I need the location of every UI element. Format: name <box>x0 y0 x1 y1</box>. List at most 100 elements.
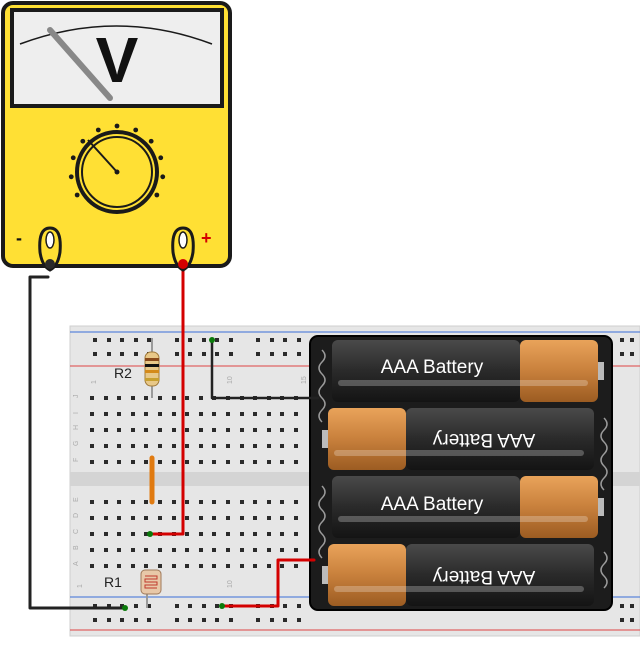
breadboard-hole <box>147 338 151 342</box>
breadboard-hole <box>107 618 111 622</box>
breadboard-hole <box>280 460 284 464</box>
breadboard-hole <box>104 516 108 520</box>
breadboard-hole <box>90 548 94 552</box>
breadboard-hole <box>117 444 121 448</box>
breadboard-hole <box>93 604 97 608</box>
meter-terminal-positive <box>171 226 195 272</box>
breadboard-hole <box>104 564 108 568</box>
breadboard-hole <box>172 500 176 504</box>
breadboard-hole <box>215 618 219 622</box>
breadboard-hole <box>117 460 121 464</box>
wire-black-probe <box>28 275 127 610</box>
breadboard-hole <box>158 500 162 504</box>
wires <box>28 268 320 611</box>
breadboard-hole <box>90 500 94 504</box>
breadboard-hole <box>212 564 216 568</box>
breadboard-hole <box>294 428 298 432</box>
breadboard-hole <box>240 460 244 464</box>
breadboard-hole <box>253 444 257 448</box>
breadboard-hole <box>280 428 284 432</box>
voltmeter: V - + <box>1 1 232 272</box>
breadboard-hole <box>212 428 216 432</box>
breadboard-hole <box>212 460 216 464</box>
breadboard-hole <box>120 604 124 608</box>
breadboard-hole <box>188 352 192 356</box>
breadboard-hole <box>267 428 271 432</box>
photoresistor-r1: R1 <box>104 569 162 608</box>
breadboard-hole <box>185 412 189 416</box>
breadboard-hole <box>144 548 148 552</box>
row-letters: J I H G F E D C B A <box>73 395 80 567</box>
breadboard-hole <box>131 428 135 432</box>
column-numbers: 1 10 15 1 10 <box>77 376 308 588</box>
dial-tick <box>148 138 154 144</box>
breadboard-hole <box>117 396 121 400</box>
breadboard-hole <box>294 412 298 416</box>
breadboard-hole <box>185 444 189 448</box>
breadboard-hole <box>117 500 121 504</box>
breadboard-hole <box>212 412 216 416</box>
wire-red-probe <box>150 268 185 536</box>
breadboard-hole <box>280 532 284 536</box>
breadboard-hole <box>294 460 298 464</box>
breadboard-hole <box>256 338 260 342</box>
meter-dial <box>68 123 166 214</box>
breadboard-hole <box>117 548 121 552</box>
breadboard-hole <box>117 516 121 520</box>
breadboard-hole <box>120 352 124 356</box>
breadboard-hole <box>185 396 189 400</box>
breadboard-hole <box>90 532 94 536</box>
breadboard-hole <box>175 618 179 622</box>
breadboard-hole <box>90 460 94 464</box>
breadboard-hole <box>240 564 244 568</box>
battery-cell-3: AAA Battery <box>332 476 604 538</box>
battery-cell-4: AAA Battery <box>322 544 594 606</box>
resistor-r2: R2 <box>114 338 160 398</box>
breadboard-hole <box>134 618 138 622</box>
breadboard-hole <box>212 516 216 520</box>
breadboard-hole <box>131 500 135 504</box>
breadboard-hole <box>134 604 138 608</box>
breadboard-hole <box>188 338 192 342</box>
breadboard-hole <box>226 428 230 432</box>
row-letter-i: I <box>73 412 80 414</box>
row-letter-c: C <box>73 529 80 534</box>
breadboard-hole <box>134 352 138 356</box>
breadboard-hole <box>172 396 176 400</box>
breadboard-hole <box>117 412 121 416</box>
breadboard-hole <box>199 500 203 504</box>
breadboard-hole <box>144 532 148 536</box>
breadboard-hole <box>283 352 287 356</box>
row-letter-j: J <box>73 395 80 399</box>
breadboard-hole <box>158 444 162 448</box>
breadboard-hole <box>253 460 257 464</box>
breadboard-hole <box>158 412 162 416</box>
breadboard-hole <box>267 548 271 552</box>
breadboard-hole <box>267 564 271 568</box>
breadboard-hole <box>104 500 108 504</box>
breadboard-hole <box>283 618 287 622</box>
breadboard-hole <box>147 604 151 608</box>
breadboard-hole <box>283 604 287 608</box>
dial-tick <box>80 138 86 144</box>
breadboard-hole <box>297 618 301 622</box>
breadboard-hole <box>134 338 138 342</box>
breadboard-hole <box>294 548 298 552</box>
breadboard-hole <box>297 338 301 342</box>
breadboard-hole <box>253 516 257 520</box>
breadboard-hole <box>199 444 203 448</box>
breadboard-hole <box>253 428 257 432</box>
dial-tick <box>95 127 101 133</box>
dial-tick <box>70 155 76 161</box>
breadboard-hole <box>267 460 271 464</box>
breadboard-hole <box>185 564 189 568</box>
breadboard-hole <box>240 444 244 448</box>
breadboard-hole <box>117 532 121 536</box>
breadboard-hole <box>188 618 192 622</box>
breadboard-hole <box>620 604 624 608</box>
breadboard-hole <box>175 338 179 342</box>
breadboard-hole <box>240 532 244 536</box>
breadboard-hole <box>172 428 176 432</box>
meter-positive-label: + <box>201 228 212 248</box>
breadboard-hole <box>104 428 108 432</box>
